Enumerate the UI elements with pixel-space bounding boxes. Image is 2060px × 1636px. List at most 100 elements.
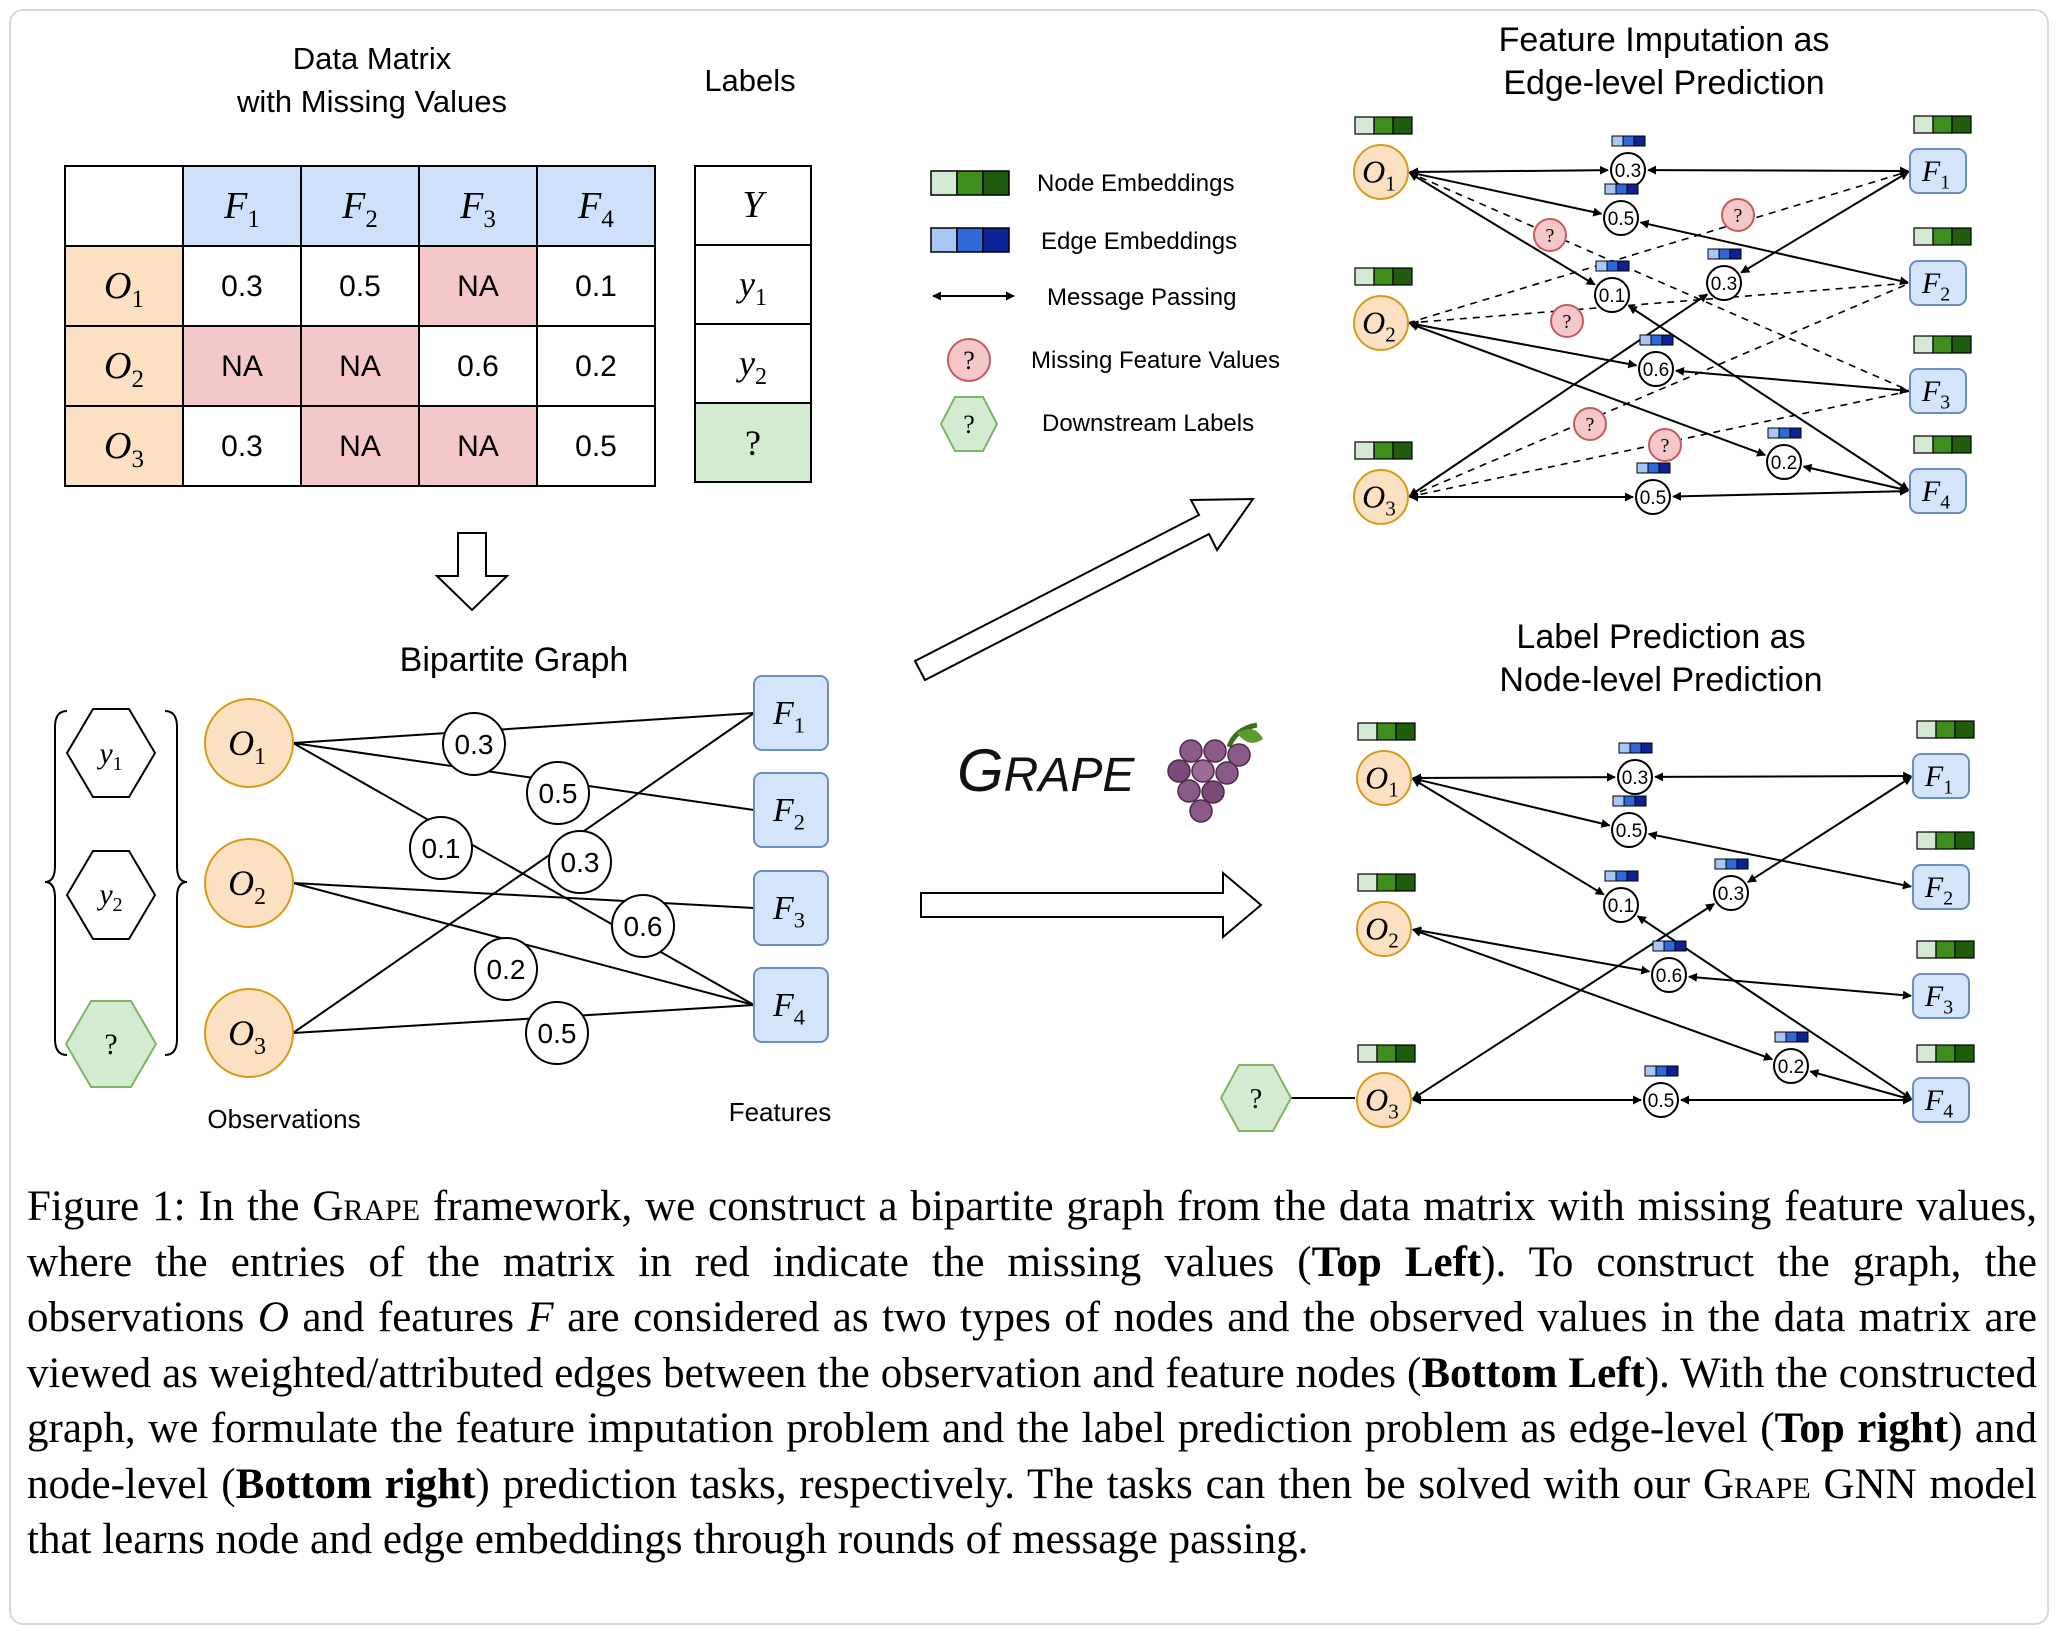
message-edge (1675, 366, 1909, 395)
bipartite-feature-node: F4 (753, 967, 829, 1043)
message-edge (1412, 928, 1774, 1061)
labels-header-text: Y (742, 184, 767, 226)
svg-text:0.2: 0.2 (1778, 1057, 1804, 1078)
matrix-cell-value: 0.2 (575, 350, 617, 383)
edge-embedding-icon (1774, 1031, 1809, 1043)
legend-label-hexagon-icon: ? (939, 396, 999, 452)
missing-value-marker: ? (1721, 198, 1755, 232)
svg-text:0.6: 0.6 (1643, 360, 1669, 381)
bipartite-feature-node: F3 (753, 870, 829, 946)
features-label: Features (729, 1097, 832, 1127)
svg-text:?: ? (963, 346, 975, 375)
node-embedding-icon (1913, 227, 1972, 246)
downstream-label-node: ? (1219, 1064, 1355, 1132)
matrix-cell (536, 405, 656, 487)
edge-embedding-icon (1604, 870, 1639, 882)
svg-text:?: ? (1250, 1084, 1262, 1115)
edge-embedding-icon (1767, 427, 1802, 439)
svg-text:O2: O2 (228, 863, 266, 910)
svg-text:O3: O3 (1362, 479, 1396, 521)
svg-text:0.5: 0.5 (1648, 1091, 1674, 1112)
matrix-row-header (64, 245, 184, 327)
observation-node: O3 (1353, 469, 1409, 525)
svg-text:?: ? (1563, 311, 1572, 333)
message-edge (1411, 778, 1605, 896)
svg-text:0.5: 0.5 (539, 778, 578, 809)
edge-embedding-icon (1639, 334, 1674, 346)
svg-text:?: ? (1734, 205, 1743, 227)
bipartite-edge-value: 0.1 (409, 816, 473, 880)
svg-text:0.3: 0.3 (1718, 884, 1744, 905)
feature-node: F1 (1909, 148, 1967, 194)
edge-value: 0.3 (1610, 152, 1646, 188)
svg-text:O1: O1 (1362, 154, 1396, 196)
svg-text:F4: F4 (1921, 475, 1950, 514)
message-edge (1409, 165, 1609, 177)
svg-text:?: ? (1661, 435, 1670, 457)
labels-y2-cell (694, 323, 812, 404)
edge-embedding-icon (1652, 940, 1687, 952)
matrix-col-header-text: F2 (341, 185, 378, 233)
edge-embedding-icon (1644, 1065, 1679, 1077)
message-edge (1654, 771, 1912, 782)
labels-y1-text: y1 (736, 264, 767, 311)
edge-embedding-icon (1707, 248, 1742, 260)
bipartite-observation-node: O1 (204, 698, 294, 788)
svg-text:0.3: 0.3 (1615, 161, 1641, 182)
svg-text:0.5: 0.5 (1608, 209, 1634, 230)
bipartite-edge-value: 0.5 (526, 761, 590, 825)
bottom-right-title-line2: Node-level Prediction (1499, 661, 1822, 699)
edge-embedding-icon (1714, 858, 1749, 870)
edge-value: 0.3 (1706, 265, 1742, 301)
matrix-cell (418, 405, 538, 487)
svg-text:F1: F1 (1921, 155, 1950, 194)
legend-edge-embedding-icon (930, 227, 1010, 253)
matrix-row-header-text: O1 (104, 265, 144, 313)
missing-value-marker: ? (1550, 304, 1584, 338)
matrix-row-header (64, 325, 184, 407)
matrix-cell-value: 0.3 (221, 430, 263, 463)
matrix-col-header-text: F4 (577, 185, 614, 233)
svg-text:0.3: 0.3 (561, 847, 600, 878)
matrix-cell (300, 245, 420, 327)
observation-node: O2 (1356, 901, 1412, 957)
svg-text:0.5: 0.5 (538, 1018, 577, 1049)
observations-label: Observations (207, 1104, 360, 1134)
matrix-cell-value: 0.5 (339, 270, 381, 303)
bipartite-feature-node: F1 (753, 675, 829, 751)
message-edge (1409, 169, 1603, 217)
svg-text:F3: F3 (1921, 375, 1950, 414)
observation-node: O1 (1353, 144, 1409, 200)
svg-text:?: ? (104, 1028, 117, 1061)
matrix-corner-cell (64, 165, 184, 247)
svg-text:O1: O1 (228, 723, 266, 770)
legend-downstream-labels-label: Downstream Labels (1042, 410, 1254, 437)
svg-text:0.3: 0.3 (1622, 768, 1648, 789)
matrix-col-header (182, 165, 302, 247)
message-edge (1412, 772, 1616, 783)
svg-text:0.6: 0.6 (624, 911, 663, 942)
matrix-cell (536, 325, 656, 407)
edge-value: 0.5 (1635, 479, 1671, 515)
top-right-title-line1: Feature Imputation as (1499, 21, 1830, 59)
bipartite-observation-node: O2 (204, 838, 294, 928)
labels-bracket-right (164, 710, 188, 1056)
svg-text:0.1: 0.1 (1599, 286, 1625, 307)
figure-caption: Figure 1: In the Grape framework, we con… (27, 1183, 2038, 1563)
svg-text:O2: O2 (1365, 911, 1399, 953)
svg-text:F3: F3 (1924, 980, 1953, 1019)
matrix-cell-value: NA (339, 350, 381, 383)
edge-value: 0.6 (1638, 351, 1674, 387)
node-embedding-icon (1916, 1044, 1975, 1063)
legend-node-embedding-icon (930, 170, 1010, 196)
edge-embedding-icon (1636, 462, 1671, 474)
message-edge (1409, 320, 1638, 369)
message-edge (1647, 165, 1909, 176)
edge-value: 0.3 (1617, 759, 1653, 795)
svg-text:?: ? (1546, 225, 1555, 247)
svg-text:0.5: 0.5 (1640, 488, 1666, 509)
